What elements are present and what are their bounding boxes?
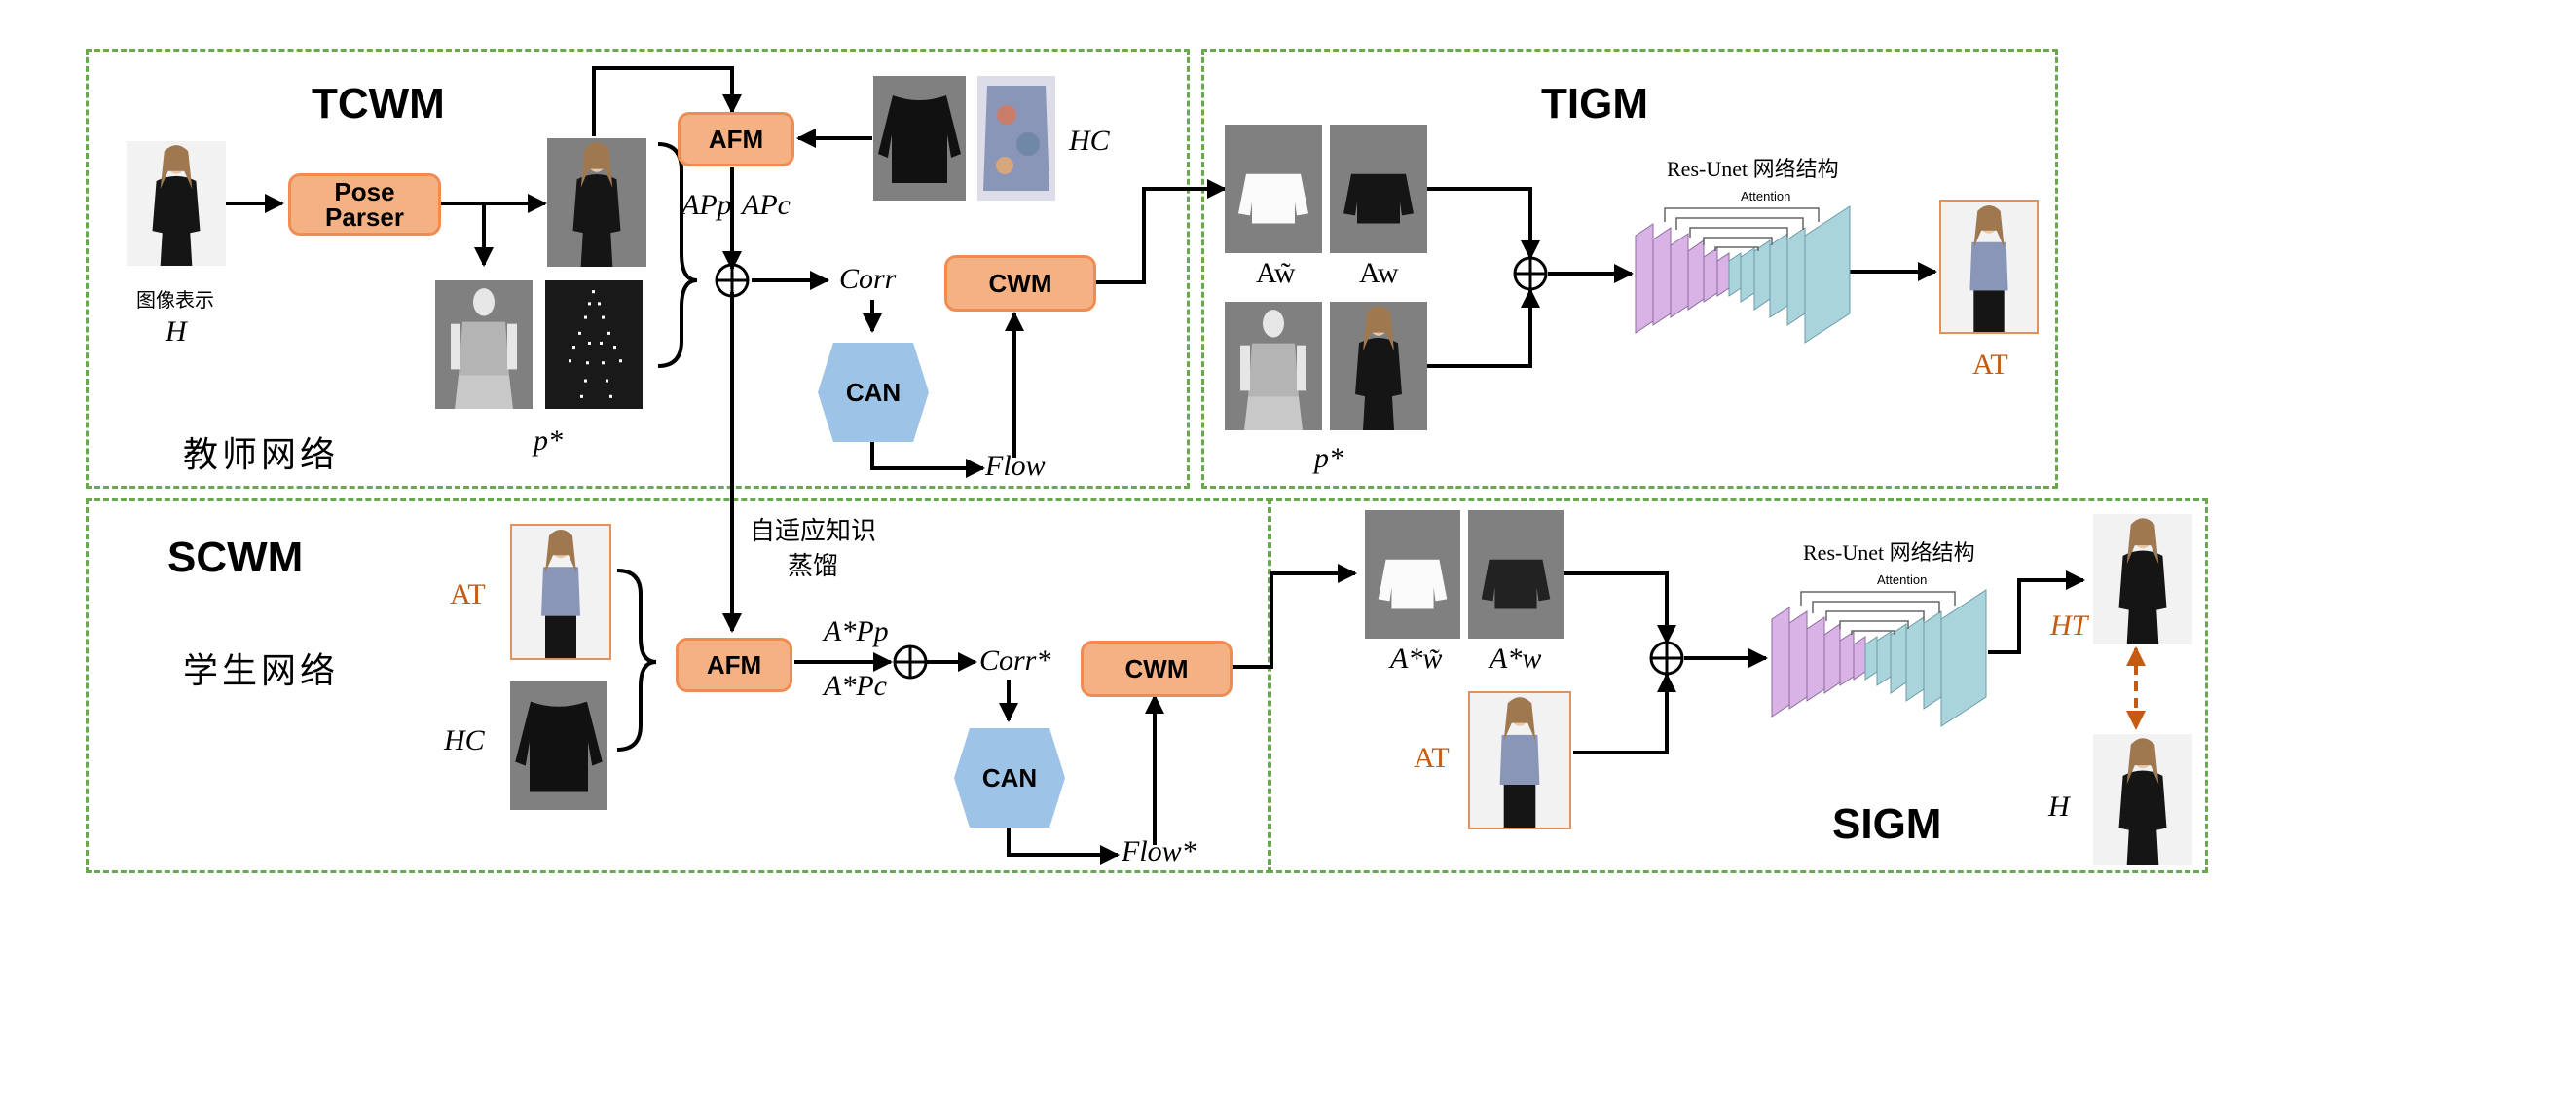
warped-cloth-image: [1330, 125, 1427, 253]
cwm-box-teacher: CWM: [944, 255, 1096, 312]
patterned-garment-image: [977, 76, 1055, 201]
distill-line2: 蒸馏: [788, 552, 839, 581]
at-output-label: AT: [1972, 349, 2008, 381]
adaptive-distillation-label: 自适应知识 蒸馏: [750, 514, 876, 584]
person-on-gray-image: [547, 138, 646, 267]
h-label: H: [166, 315, 187, 348]
ap-p-star-label: A*Pp: [824, 615, 889, 647]
student-black-garment-image: [510, 681, 607, 810]
afm-box-teacher: AFM: [678, 112, 794, 166]
res-unet-student: [1771, 589, 1987, 727]
ap-p-label: APp: [681, 189, 732, 221]
a-wtilde-label: Aw̃: [1256, 257, 1296, 289]
student-module-title: SCWM: [167, 534, 304, 581]
distill-line1: 自适应知识: [750, 517, 877, 546]
student-warped-cloth-image: [1468, 510, 1564, 639]
sigm-module-title: SIGM: [1832, 800, 1942, 848]
attention-label-student: Attention: [1877, 572, 1928, 587]
pose-parser-box: Pose Parser: [288, 173, 441, 236]
pose-keypoints-image: [545, 280, 643, 409]
student-network-label: 学生网络: [183, 651, 340, 691]
a-w-label: Aw: [1359, 257, 1399, 289]
flow-label: Flow: [985, 450, 1046, 482]
hc-label-student: HC: [444, 724, 485, 756]
ap-c-label: APc: [742, 189, 791, 221]
can-box-teacher: CAN: [818, 343, 929, 442]
try-on-result-image: [1939, 200, 2039, 334]
resunet-label-teacher: Res-Unet 网络结构: [1667, 157, 1839, 181]
ap-c-star-label: A*Pc: [824, 670, 887, 702]
corr-star-label: Corr*: [979, 644, 1051, 677]
res-unet-teacher: [1635, 205, 1851, 344]
ground-truth-h-image: [2093, 734, 2192, 865]
afm-box-student: AFM: [676, 638, 792, 692]
teacher-module-title: TCWM: [312, 80, 445, 128]
person-image-h: [127, 141, 226, 266]
segmentation-map-tigm-image: [1225, 302, 1322, 430]
student-input-at-image: [510, 524, 611, 660]
student-warped-mask-image: [1365, 510, 1460, 639]
ht-label: HT: [2050, 609, 2088, 642]
can-box-student: CAN: [954, 728, 1065, 828]
h-label-sigm: H: [2048, 791, 2070, 823]
at-label-sigm: AT: [1414, 742, 1450, 774]
teacher-network-label: 教师网络: [183, 435, 340, 475]
teacher-warping-region: [86, 49, 1190, 489]
person-on-gray-tigm-image: [1330, 302, 1427, 430]
tigm-module-title: TIGM: [1541, 80, 1648, 128]
student-output-ht-image: [2093, 514, 2192, 644]
a-star-wtilde-label: A*w̃: [1390, 643, 1443, 675]
teacher-generation-region: [1201, 49, 2058, 489]
p-star-tigm-label: p*: [1314, 442, 1343, 474]
hc-label-teacher: HC: [1069, 125, 1110, 157]
flow-star-label: Flow*: [1122, 835, 1196, 867]
segmentation-map-image: [435, 280, 533, 409]
image-representation-caption: 图像表示: [136, 288, 214, 312]
student-at-input-image: [1468, 691, 1571, 829]
a-star-w-label: A*w: [1490, 643, 1542, 675]
resunet-label-student: Res-Unet 网络结构: [1803, 540, 1975, 565]
at-label-student: AT: [450, 578, 486, 610]
attention-label-teacher: Attention: [1741, 189, 1791, 203]
warped-mask-image: [1225, 125, 1322, 253]
student-generation-region: [1268, 498, 2208, 873]
corr-label: Corr: [839, 263, 897, 295]
p-star-label: p*: [534, 424, 563, 457]
black-garment-image: [873, 76, 966, 201]
cwm-box-student: CWM: [1081, 641, 1233, 697]
